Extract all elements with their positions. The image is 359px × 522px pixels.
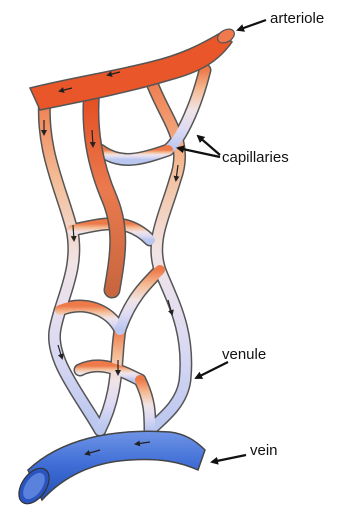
venule-label: venule bbox=[222, 347, 266, 362]
metarteriole bbox=[91, 88, 118, 290]
label-pointers bbox=[178, 20, 266, 462]
vein-vessel bbox=[13, 431, 205, 509]
capillaries-label: capillaries bbox=[222, 150, 289, 165]
arteriole-pointer bbox=[238, 20, 266, 30]
vein-pointer bbox=[212, 455, 246, 462]
vein-label: vein bbox=[250, 443, 278, 458]
arteriole-label: arteriole bbox=[270, 11, 324, 26]
venule-pointer bbox=[196, 362, 228, 378]
